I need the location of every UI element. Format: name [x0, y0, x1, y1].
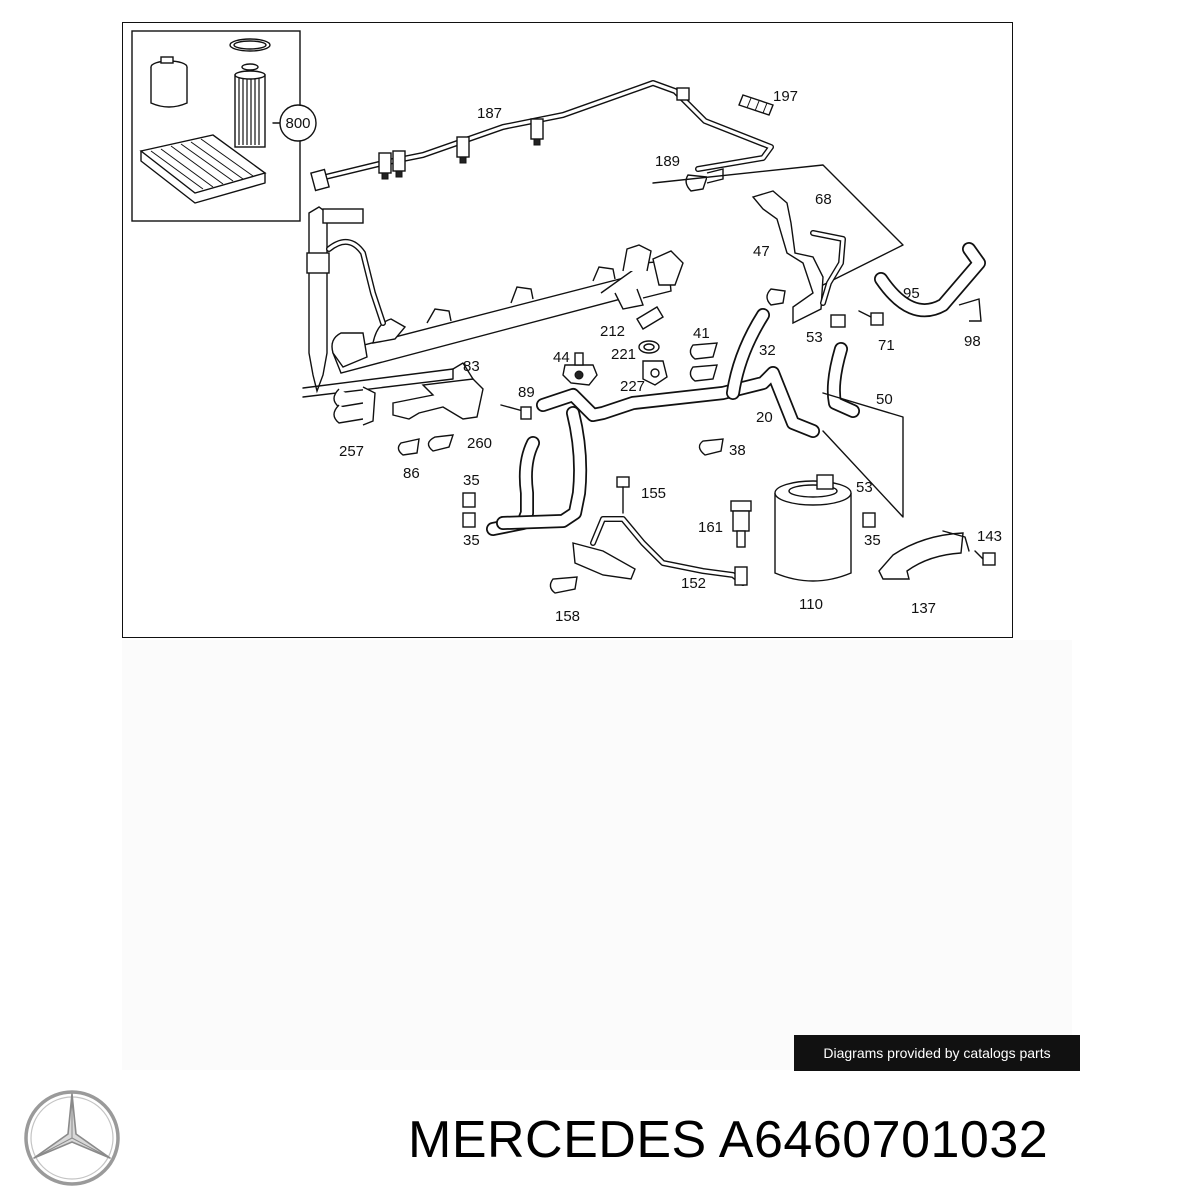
callout-53a: 53	[806, 329, 823, 346]
fuel-filter-icon	[150, 56, 188, 108]
callout-155: 155	[641, 485, 666, 502]
callout-227: 227	[620, 378, 645, 395]
clip-41	[689, 342, 718, 382]
callout-98: 98	[964, 333, 981, 350]
callout-35b: 35	[463, 532, 480, 549]
callout-35c: 35	[864, 532, 881, 549]
callout-53b: 53	[856, 479, 873, 496]
callout-41: 41	[693, 325, 710, 342]
bracket-137	[878, 530, 970, 580]
callout-38: 38	[729, 442, 746, 459]
fuel-rail	[331, 244, 684, 374]
bracket-68	[751, 190, 824, 325]
seal-221	[638, 340, 660, 354]
hose-20	[486, 366, 820, 536]
callout-143: 143	[977, 528, 1002, 545]
callout-158: 158	[555, 608, 580, 625]
callout-197: 197	[773, 88, 798, 105]
air-filter-icon	[139, 134, 267, 204]
callout-189: 189	[655, 153, 680, 170]
callout-161: 161	[698, 519, 723, 536]
hose-50	[822, 342, 904, 518]
callout-260: 260	[467, 435, 492, 452]
callout-35a: 35	[463, 472, 480, 489]
callout-110: 110	[799, 596, 823, 613]
clip-38	[698, 438, 724, 456]
screw-212	[636, 306, 664, 330]
connector-197	[738, 94, 774, 116]
clip-189	[652, 164, 904, 286]
part-number: A6460701032	[718, 1111, 1049, 1169]
pipe-68	[810, 230, 846, 306]
clamp-257	[333, 386, 376, 426]
bolt-155	[616, 476, 630, 514]
callout-71: 71	[878, 337, 895, 354]
filter-kit-inset: 800	[131, 30, 317, 222]
fuel-line-152	[572, 516, 748, 586]
callout-800-circle	[279, 104, 317, 142]
return-line-187	[310, 80, 774, 192]
callout-152: 152	[681, 575, 706, 592]
callout-137: 137	[911, 600, 936, 617]
callout-47: 47	[753, 243, 770, 260]
callout-800: 800	[285, 115, 310, 132]
clip-98	[958, 298, 982, 322]
fitting-161	[730, 500, 752, 548]
callout-212: 212	[600, 323, 625, 340]
injector	[306, 206, 386, 394]
bracket-83	[302, 362, 484, 420]
callout-86: 86	[403, 465, 420, 482]
bolt-143	[974, 550, 996, 566]
brand-name: MERCEDES	[408, 1111, 707, 1169]
parts-diagram: 800	[122, 22, 1013, 638]
valve-47	[766, 288, 786, 306]
callout-221: 221	[611, 346, 636, 363]
callout-44: 44	[553, 349, 570, 366]
callout-187: 187	[477, 105, 502, 122]
hose-95	[874, 242, 986, 318]
sensor-158	[549, 576, 578, 594]
oil-filter-icon	[229, 38, 271, 148]
valve-44	[562, 352, 598, 386]
fuel-filter-110	[774, 474, 852, 582]
watermark-area	[122, 640, 1072, 1070]
clip-35	[462, 492, 876, 528]
callout-257: 257	[339, 443, 364, 460]
callout-labels: 187 197 189 68 47 95 53 71 98 212 41 32 …	[339, 88, 1002, 625]
clip-53	[830, 314, 846, 328]
callout-89: 89	[518, 384, 535, 401]
mercedes-star-logo	[22, 1088, 122, 1193]
hose-32	[726, 308, 770, 400]
callout-20: 20	[756, 409, 773, 426]
bolt-71	[858, 310, 884, 326]
callout-95: 95	[903, 285, 920, 302]
banjo-227	[642, 360, 668, 386]
callout-32: 32	[759, 342, 776, 359]
callout-50: 50	[876, 391, 893, 408]
clamp-260	[427, 434, 455, 452]
callout-83: 83	[463, 358, 480, 375]
credit-badge: Diagrams provided by catalogs parts	[794, 1035, 1080, 1071]
bolt-89	[500, 404, 532, 420]
callout-68: 68	[815, 191, 832, 208]
part-title: MERCEDES A6460701032	[408, 1108, 1048, 1172]
clamp-86	[397, 438, 420, 456]
